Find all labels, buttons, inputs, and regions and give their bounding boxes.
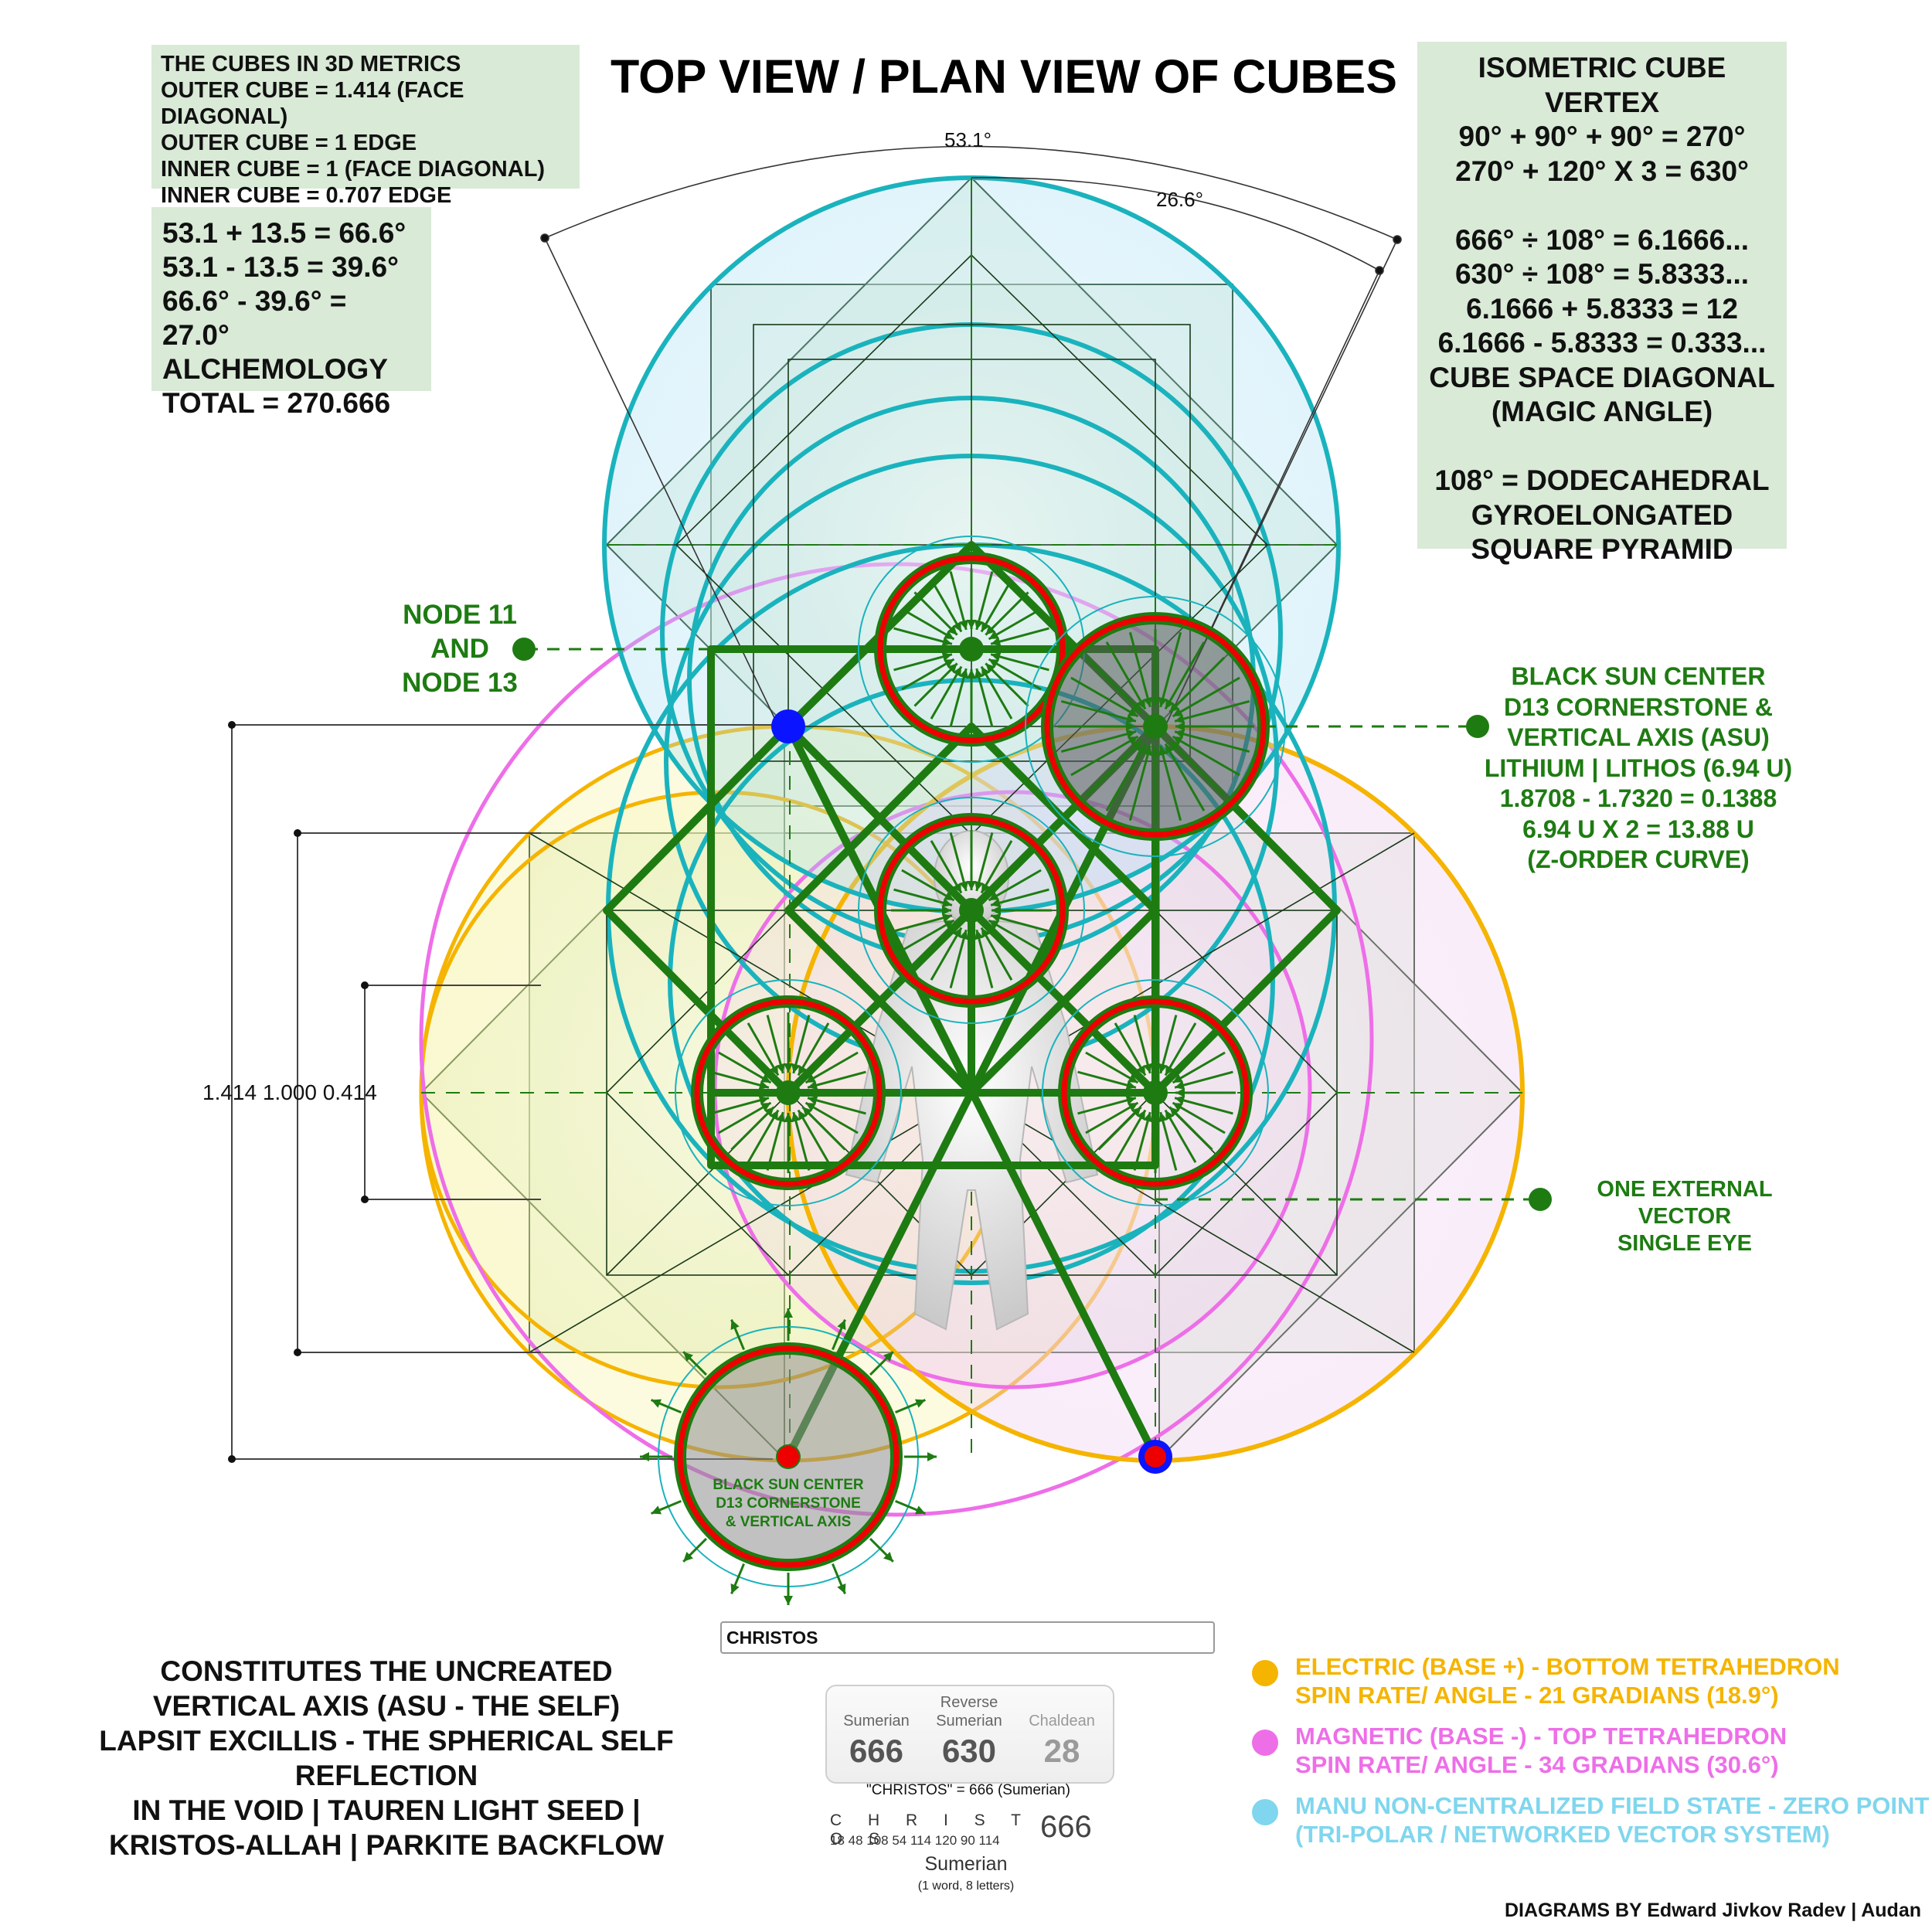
legend-line: (TRI-POLAR / NETWORKED VECTOR SYSTEM) xyxy=(1295,1821,1830,1848)
description-line: CONSTITUTES THE UNCREATED xyxy=(160,1655,613,1687)
angle-label-53: 53.1° xyxy=(944,128,992,151)
pink-dot-icon xyxy=(1252,1730,1278,1756)
gematria-column-sumerian: Sumerian 666 xyxy=(832,1694,921,1770)
iso-line: GYROELONGATED xyxy=(1471,498,1733,531)
gematria-word-count: (1 word, 8 letters) xyxy=(917,1879,1015,1893)
metrics-line: THE CUBES IN 3D METRICS xyxy=(161,52,461,77)
metrics-line: INNER CUBE = 0.707 EDGE xyxy=(161,183,452,208)
gematria-column-reverse: Reverse Sumerian 630 xyxy=(924,1694,1014,1770)
gematria-col-line1: Reverse xyxy=(940,1694,998,1711)
legend-line: MANU NON-CENTRALIZED FIELD STATE - ZERO … xyxy=(1295,1792,1930,1819)
node-circle-3 xyxy=(858,797,1085,1024)
calc-line: TOTAL = 270.666 xyxy=(162,387,391,419)
legend-manu-text: MANU NON-CENTRALIZED FIELD STATE - ZERO … xyxy=(1295,1791,1929,1849)
calc-line: 66.6° - 39.6° = 27.0° xyxy=(162,285,347,351)
node-circle-2 xyxy=(1025,596,1286,857)
cube-metrics-box: THE CUBES IN 3D METRICS OUTER CUBE = 1.4… xyxy=(151,45,580,208)
isometric-vertex-box: ISOMETRIC CUBE VERTEX 90° + 90° + 90° = … xyxy=(1417,42,1787,565)
calc-line: ALCHEMOLOGY xyxy=(162,353,388,385)
description-line: IN THE VOID | TAUREN LIGHT SEED | xyxy=(132,1794,641,1826)
black-sun-inner-label: BLACK SUN CENTER D13 CORNERSTONE & VERTI… xyxy=(696,1476,881,1532)
external-vector-label: ONE EXTERNAL VECTOR SINGLE EYE xyxy=(1553,1176,1816,1257)
black-sun-center-label: BLACK SUN CENTER D13 CORNERSTONE & VERTI… xyxy=(1453,662,1824,876)
iso-line: (MAGIC ANGLE) xyxy=(1491,396,1713,427)
node-circle-5 xyxy=(1042,979,1269,1206)
gematria-letters: C H R I S T O S xyxy=(830,1811,1032,1848)
gematria-letter-values: 18 48 108 54 114 120 90 114 xyxy=(830,1833,1000,1848)
bsc-line: VERTICAL AXIS (ASU) xyxy=(1507,723,1770,751)
bsc-line: D13 CORNERSTONE & xyxy=(1504,692,1773,721)
legend-line: SPIN RATE/ ANGLE - 21 GRADIANS (18.9°) xyxy=(1295,1682,1779,1709)
iso-line: 6.1666 + 5.8333 = 12 xyxy=(1466,292,1738,325)
node-circle-4 xyxy=(675,979,902,1206)
iso-line: SQUARE PYRAMID xyxy=(1471,533,1733,565)
node-label-line: AND xyxy=(430,634,489,664)
bsc-line: 6.94 U X 2 = 13.88 U xyxy=(1522,815,1754,843)
yellow-dot-icon xyxy=(1252,1660,1278,1686)
node-label-line: NODE 13 xyxy=(402,668,518,698)
iso-line: 270° + 120° X 3 = 630° xyxy=(1455,155,1749,187)
eye-line: SINGLE EYE xyxy=(1617,1231,1753,1256)
gematria-col-value: 630 xyxy=(941,1733,997,1769)
iso-line: 666° ÷ 108° = 6.1666... xyxy=(1454,223,1750,256)
metrics-line: OUTER CUBE = 1.414 (FACE DIAGONAL) xyxy=(161,78,464,129)
iso-line: 108° = DODECAHEDRAL xyxy=(1434,464,1770,496)
bsc-inner-line: & VERTICAL AXIS xyxy=(725,1514,852,1530)
angle-calculation-box: 53.1 + 13.5 = 66.6° 53.1 - 13.5 = 39.6° … xyxy=(151,207,431,419)
metrics-line: INNER CUBE = 1 (FACE DIAGONAL) xyxy=(161,157,546,182)
gematria-col-line2: Chaldean xyxy=(1029,1713,1095,1730)
page-title: TOP VIEW / PLAN VIEW OF CUBES xyxy=(611,50,1397,103)
eye-line: ONE EXTERNAL VECTOR xyxy=(1597,1177,1773,1229)
description-text: CONSTITUTES THE UNCREATED VERTICAL AXIS … xyxy=(31,1654,742,1862)
iso-line: CUBE SPACE DIAGONAL xyxy=(1429,361,1775,393)
gematria-col-line1 xyxy=(832,1694,921,1713)
gematria-column-chaldean: Chaldean 28 xyxy=(1017,1694,1107,1770)
legend-line: ELECTRIC (BASE +) - BOTTOM TETRAHEDRON xyxy=(1295,1653,1840,1680)
iso-line: ISOMETRIC CUBE VERTEX xyxy=(1478,52,1726,118)
gematria-col-line2: Sumerian xyxy=(936,1713,1002,1730)
bsc-inner-line: BLACK SUN CENTER xyxy=(713,1477,864,1493)
gematria-equation: "CHRISTOS" = 666 (Sumerian) xyxy=(866,1782,1070,1798)
bsc-line: BLACK SUN CENTER xyxy=(1511,662,1766,690)
node-label-line: NODE 11 xyxy=(403,600,517,630)
node-circle-1 xyxy=(858,536,1085,763)
node-11-13-label: NODE 11 AND NODE 13 xyxy=(379,598,541,700)
gematria-search-input[interactable] xyxy=(720,1621,1215,1654)
bsc-inner-line: D13 CORNERSTONE xyxy=(716,1495,861,1512)
connector-endpoints xyxy=(512,638,1552,1211)
legend-line: SPIN RATE/ ANGLE - 34 GRADIANS (30.6°) xyxy=(1295,1751,1779,1778)
description-line: LAPSIT EXCILLIS - THE SPHERICAL SELF REF… xyxy=(99,1725,674,1791)
description-line: KRISTOS-ALLAH | PARKITE BACKFLOW xyxy=(108,1829,665,1861)
dimension-dots xyxy=(228,721,369,1463)
legend-line: MAGNETIC (BASE -) - TOP TETRAHEDRON xyxy=(1295,1723,1787,1750)
gematria-system: Sumerian xyxy=(924,1853,1008,1875)
angle-label-26: 26.6° xyxy=(1156,188,1204,211)
metrics-line: OUTER CUBE = 1 EDGE xyxy=(161,131,417,155)
legend-magnetic-text: MAGNETIC (BASE -) - TOP TETRAHEDRON SPIN… xyxy=(1295,1722,1787,1779)
bsc-line: 1.8708 - 1.7320 = 0.1388 xyxy=(1499,784,1777,812)
bsc-line: (Z-ORDER CURVE) xyxy=(1527,845,1750,873)
bsc-line: LITHIUM | LITHOS (6.94 U) xyxy=(1484,753,1793,782)
iso-line: 90° + 90° + 90° = 270° xyxy=(1458,121,1746,152)
gematria-total: 666 xyxy=(1040,1810,1092,1844)
cyan-dot-icon xyxy=(1252,1799,1278,1825)
gematria-result-card: Sumerian 666 Reverse Sumerian 630 Chalde… xyxy=(825,1685,1114,1784)
calc-line: 53.1 - 13.5 = 39.6° xyxy=(162,251,399,283)
dimension-brackets xyxy=(231,724,773,1460)
iso-line: 6.1666 - 5.8333 = 0.333... xyxy=(1437,327,1767,359)
gematria-col-line2: Sumerian xyxy=(843,1713,910,1730)
calc-line: 53.1 + 13.5 = 66.6° xyxy=(162,217,406,249)
gematria-col-value: 666 xyxy=(849,1733,904,1769)
gematria-col-value: 28 xyxy=(1043,1733,1080,1769)
iso-line: 630° ÷ 108° = 5.8333... xyxy=(1454,258,1750,290)
node-circles xyxy=(640,536,1286,1605)
gematria-col-line1 xyxy=(1017,1694,1107,1713)
description-line: VERTICAL AXIS (ASU - THE SELF) xyxy=(152,1690,621,1722)
credit-line: DIAGRAMS BY Edward Jivkov Radev | Audan xyxy=(1504,1900,1921,1921)
legend-electric-text: ELECTRIC (BASE +) - BOTTOM TETRAHEDRON S… xyxy=(1295,1652,1840,1709)
dimension-values: 1.414 1.000 0.414 xyxy=(202,1080,377,1104)
blue-vertex-points xyxy=(771,709,1172,1474)
